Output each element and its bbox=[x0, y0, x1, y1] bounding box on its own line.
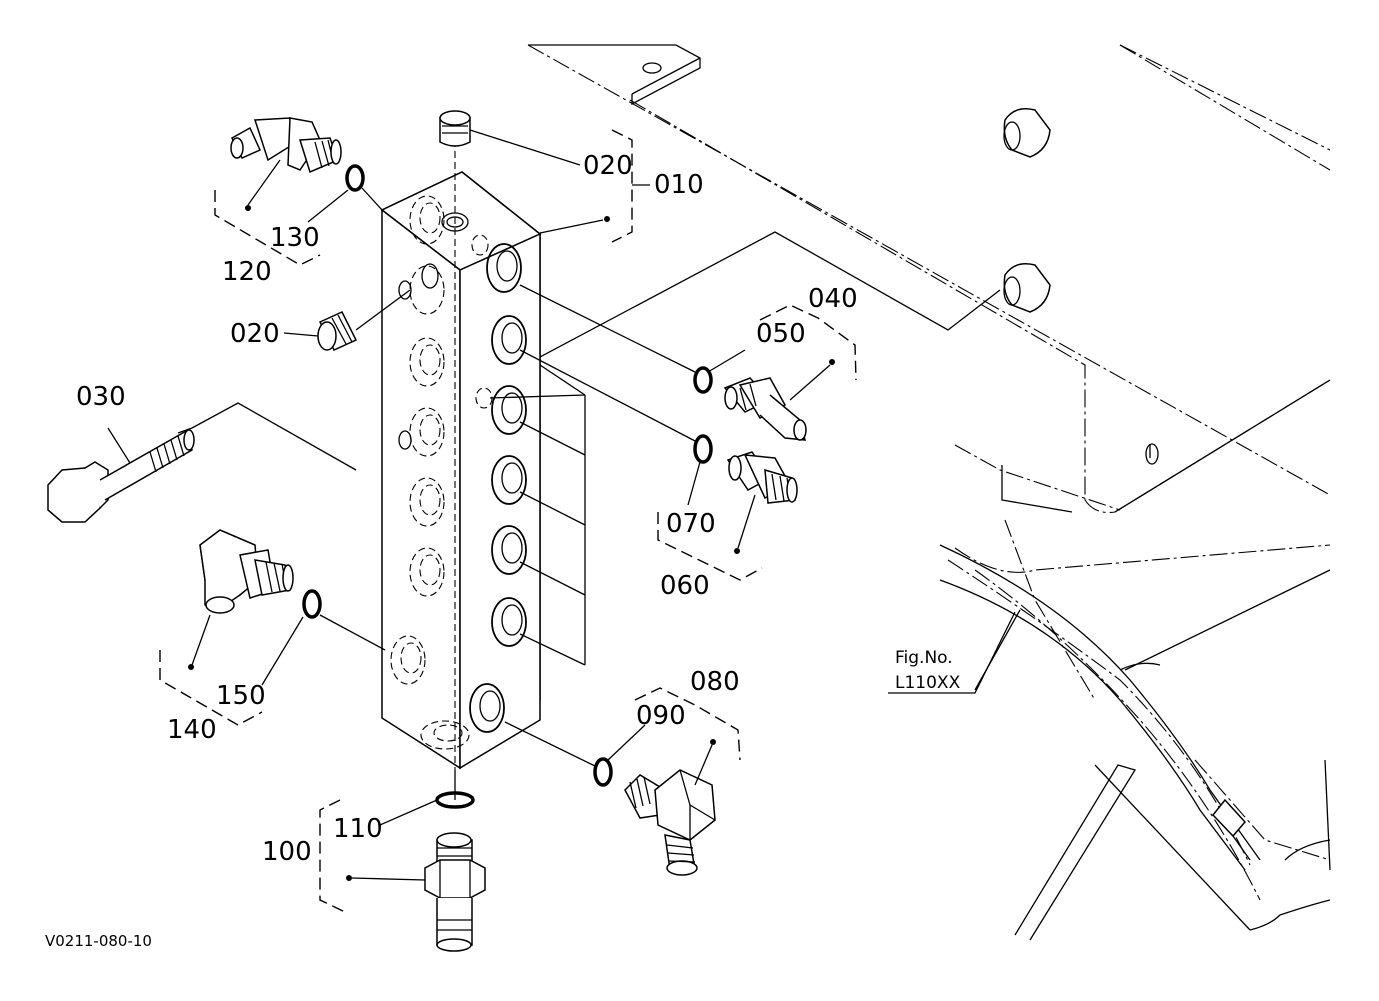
part-labels: 020 010 130 120 020 030 040 050 070 060 … bbox=[45, 151, 858, 950]
leader-020-hole bbox=[355, 289, 411, 331]
leader-090 bbox=[607, 724, 646, 761]
bracket-080 bbox=[634, 687, 741, 761]
leader-port-060 bbox=[519, 349, 698, 443]
set-screw-side bbox=[317, 311, 358, 351]
label-100: 100 bbox=[262, 837, 312, 867]
elbow-fitting-140 bbox=[199, 529, 294, 614]
right-face-ports bbox=[469, 243, 527, 733]
chassis-nut-upper bbox=[1003, 108, 1051, 158]
chassis-nut-lower bbox=[1003, 263, 1051, 313]
label-140: 140 bbox=[167, 715, 217, 745]
label-120: 120 bbox=[222, 257, 272, 287]
label-090: 090 bbox=[636, 701, 686, 731]
dot-100 bbox=[346, 875, 352, 881]
leader-lines bbox=[177, 231, 1001, 471]
leader-130-block bbox=[361, 187, 383, 211]
leader-150 bbox=[261, 616, 304, 686]
label-040: 040 bbox=[808, 284, 858, 314]
bracket-010 bbox=[611, 129, 633, 243]
dot-060 bbox=[734, 548, 740, 554]
figure-reference: Fig.No. L110XX bbox=[888, 611, 1016, 694]
dot-010 bbox=[604, 216, 610, 222]
leader-port-040 bbox=[519, 284, 696, 373]
leader-040-dot bbox=[789, 364, 831, 401]
elbow-fitting-080 bbox=[593, 757, 716, 876]
bracket-060 bbox=[657, 512, 763, 581]
leader-060-dot bbox=[737, 494, 756, 549]
leader-110 bbox=[379, 799, 438, 826]
dot-080 bbox=[710, 739, 716, 745]
label-130: 130 bbox=[270, 223, 320, 253]
chassis-solid bbox=[528, 44, 1331, 941]
leader-100-dot bbox=[351, 877, 426, 881]
fig-no-label: Fig.No. bbox=[895, 648, 953, 668]
leader-140-dot bbox=[191, 614, 211, 666]
leader-010-block bbox=[539, 219, 604, 234]
label-110: 110 bbox=[333, 814, 383, 844]
nipple-040 bbox=[693, 366, 807, 441]
fig-number: L110XX bbox=[895, 673, 961, 693]
elbow-fitting-120 bbox=[230, 117, 342, 174]
nipple-060 bbox=[693, 434, 798, 504]
leader-150-block bbox=[319, 614, 386, 651]
leader-050 bbox=[707, 349, 746, 373]
o-ring-070 bbox=[693, 434, 713, 464]
label-080: 080 bbox=[690, 667, 740, 697]
leader-070 bbox=[687, 461, 701, 506]
leader-130 bbox=[307, 189, 349, 223]
bracket-140 bbox=[159, 650, 263, 726]
chassis-outline bbox=[527, 44, 1331, 901]
label-020-top: 020 bbox=[583, 151, 633, 181]
label-010: 010 bbox=[654, 170, 704, 200]
label-150: 150 bbox=[216, 681, 266, 711]
leader-020-side bbox=[283, 332, 319, 337]
label-070: 070 bbox=[666, 509, 716, 539]
left-face-hidden-ports bbox=[390, 195, 493, 750]
bracket-120 bbox=[214, 190, 321, 266]
o-ring-090 bbox=[593, 757, 613, 787]
o-ring-150 bbox=[302, 589, 322, 619]
leader-020-top bbox=[469, 129, 581, 166]
o-ring-050 bbox=[693, 366, 713, 394]
label-060: 060 bbox=[660, 571, 710, 601]
label-020-side: 020 bbox=[230, 319, 280, 349]
dot-120 bbox=[245, 205, 251, 211]
bolt bbox=[47, 428, 195, 523]
label-050: 050 bbox=[756, 319, 806, 349]
bracket-040 bbox=[759, 304, 857, 381]
leader-030 bbox=[107, 427, 131, 464]
bracket-100 bbox=[319, 799, 346, 913]
set-screw-top bbox=[439, 110, 471, 147]
dot-040 bbox=[829, 359, 835, 365]
dot-140 bbox=[188, 664, 194, 670]
straight-fitting-100 bbox=[424, 791, 486, 952]
drawing-code: V0211-080-10 bbox=[45, 932, 152, 950]
o-ring-130 bbox=[345, 164, 365, 192]
port-group-bracket bbox=[489, 364, 586, 666]
manifold-block bbox=[380, 140, 542, 800]
wiring-harness bbox=[939, 544, 1261, 871]
leader-080-dot bbox=[694, 744, 713, 786]
label-030: 030 bbox=[76, 382, 126, 412]
leader-120-dot bbox=[247, 159, 281, 206]
leader-port-080 bbox=[504, 721, 598, 768]
